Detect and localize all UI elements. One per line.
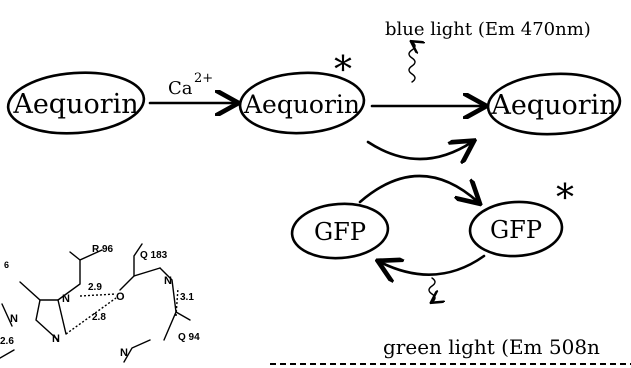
partial-label-1: 6 <box>4 260 9 270</box>
calcium-arrow: Ca 2+ <box>148 71 236 103</box>
aequorin-node-2: Aequorin * <box>238 50 366 135</box>
atom-n-4: N <box>10 313 18 325</box>
residue-q183: Q 183 <box>140 250 168 261</box>
atom-n-3: N <box>164 275 172 287</box>
gfp-node-2: GFP * <box>468 178 574 258</box>
aequorin-label-2: Aequorin <box>243 90 360 119</box>
gfp-relaxation-arrow <box>380 254 486 275</box>
excited-star-1: * <box>334 50 352 91</box>
atom-o: O <box>116 291 125 303</box>
gfp-label-2: GFP <box>490 216 542 244</box>
distance-2-8: 2.8 <box>92 312 106 323</box>
partial-label-2: 2.6 <box>0 336 14 347</box>
blue-light-emission: blue light (Em 470nm) <box>385 19 591 83</box>
aequorin-node-1: Aequorin <box>6 71 146 135</box>
calcium-label: Ca <box>168 78 193 99</box>
aequorin-node-3: Aequorin <box>486 72 622 136</box>
excited-star-2: * <box>556 178 574 219</box>
green-light-emission: green light (Em 508n <box>383 277 600 359</box>
atom-n-5: N <box>120 347 128 359</box>
blue-light-label: blue light (Em 470nm) <box>385 19 591 40</box>
distance-3-1: 3.1 <box>180 292 194 303</box>
gfp-excitation-arrow <box>358 174 478 202</box>
gfp-label-1: GFP <box>314 218 366 246</box>
residue-q94: Q 94 <box>178 332 200 343</box>
green-light-label: green light (Em 508n <box>383 335 600 359</box>
aequorin-label-3: Aequorin <box>490 90 616 121</box>
atom-n-2: N <box>52 333 60 345</box>
residue-r96: R 96 <box>92 244 114 255</box>
binding-site-structure: R 96 Q 183 Q 94 2.9 2.8 3.1 N N O N N N … <box>0 243 200 363</box>
calcium-charge: 2+ <box>194 71 213 86</box>
distance-2-9: 2.9 <box>88 282 102 293</box>
atom-n-1: N <box>62 293 70 305</box>
aequorin-label-1: Aequorin <box>12 89 138 120</box>
energy-transfer-curve <box>366 142 472 159</box>
gfp-node-1: GFP <box>290 202 390 260</box>
